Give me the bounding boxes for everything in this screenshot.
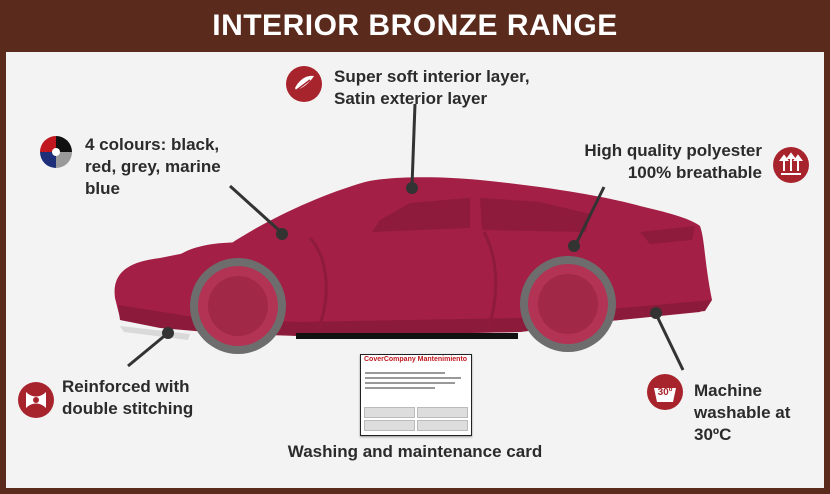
washing-30-icon: 30º <box>647 374 683 410</box>
layers-line1: Super soft interior layer, <box>334 67 530 86</box>
callout-dot-polyester <box>568 240 580 252</box>
polyester-line2: 100% breathable <box>627 163 762 182</box>
car-side-skirt <box>296 333 518 339</box>
maintenance-card: CoverCompany Mantenimiento <box>360 354 472 436</box>
car-door-line <box>308 236 328 331</box>
rear-wheel <box>520 256 616 352</box>
callout-dot-stitching <box>162 327 174 339</box>
colours-label: 4 colours: black, red, grey, marine blue <box>85 134 221 200</box>
washable-line3: 30ºC <box>694 425 732 444</box>
washable-line2: washable at <box>694 403 791 422</box>
breathable-arrows-icon <box>773 147 809 183</box>
polyester-label: High quality polyester 100% breathable <box>540 140 762 184</box>
colours-line1: 4 colours: black, <box>85 135 220 154</box>
stitching-line2: double stitching <box>62 399 194 418</box>
card-caption: Washing and maintenance card <box>287 442 543 461</box>
card-care-grid <box>364 407 468 431</box>
washable-label: Machine washable at 30ºC <box>694 380 790 446</box>
feather-icon <box>286 66 322 102</box>
front-wheel <box>190 258 286 354</box>
stitching-icon <box>18 382 54 418</box>
colour-wheel-icon <box>38 134 74 170</box>
callout-dot-colours <box>276 228 288 240</box>
stitching-label: Reinforced with double stitching <box>62 376 193 420</box>
temperature-badge: 30º <box>657 387 673 398</box>
colours-line2: red, grey, marine <box>85 157 221 176</box>
layers-line2: Satin exterior layer <box>334 89 488 108</box>
card-brand: CoverCompany Mantenimiento <box>361 355 471 369</box>
car-window-front <box>372 198 470 232</box>
layers-label: Super soft interior layer, Satin exterio… <box>334 66 530 110</box>
car-door-line-2 <box>482 231 498 331</box>
callout-dot-layers <box>406 182 418 194</box>
colours-line3: blue <box>85 179 120 198</box>
page-title: INTERIOR BRONZE RANGE <box>212 9 618 42</box>
car-window-rear <box>480 198 590 232</box>
car-spoiler <box>640 226 695 244</box>
stitching-line1: Reinforced with <box>62 377 190 396</box>
washable-line1: Machine <box>694 381 763 400</box>
callout-dot-washable <box>650 307 662 319</box>
polyester-line1: High quality polyester <box>584 141 762 160</box>
